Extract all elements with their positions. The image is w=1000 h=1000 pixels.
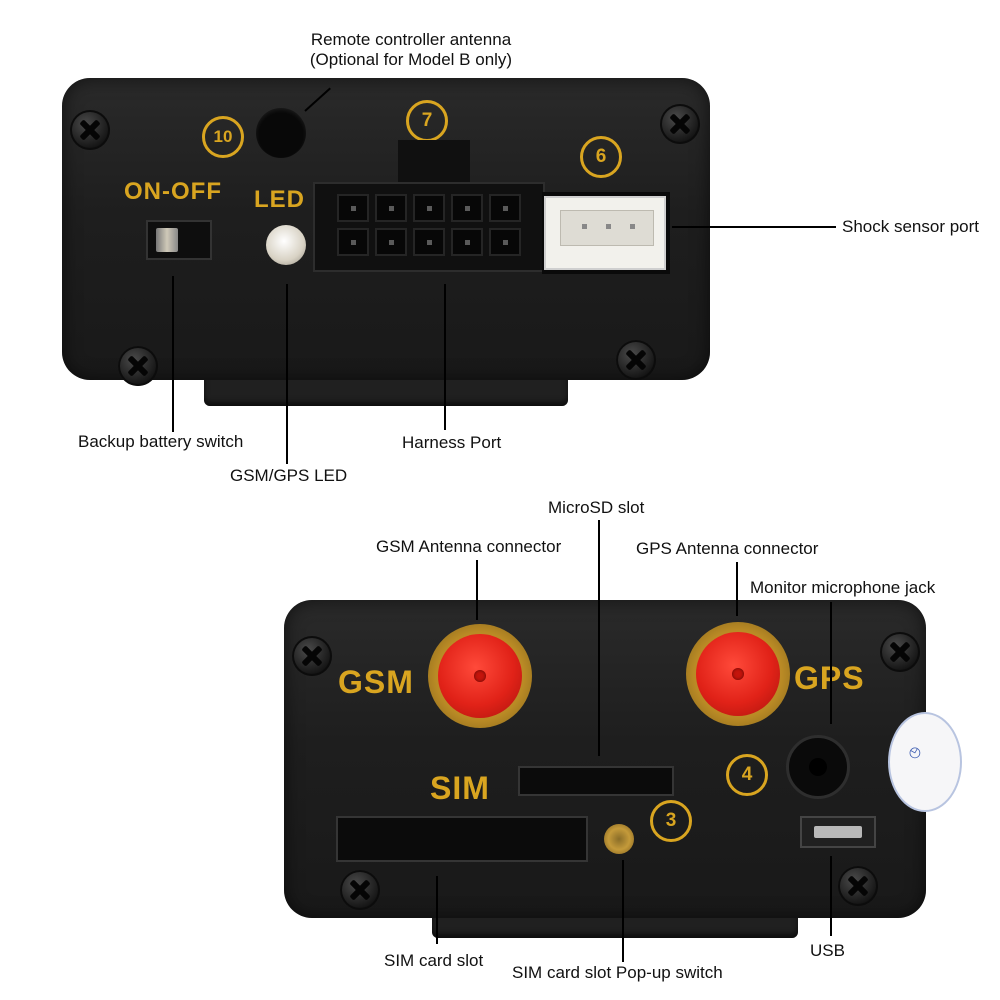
shock-port-pin <box>606 224 611 229</box>
gsm-antenna-connector[interactable] <box>428 624 532 728</box>
screw-icon <box>118 346 158 386</box>
label-harness-port: Harness Port <box>402 433 502 452</box>
gps-connector-cap <box>696 632 780 716</box>
leader-line <box>672 226 836 228</box>
warranty-sticker: ◷ <box>888 712 962 812</box>
harness-pin <box>337 228 369 256</box>
shock-port-pin <box>630 224 635 229</box>
label-remote-antenna-line1: Remote controller antenna <box>310 30 512 49</box>
leader-line <box>286 284 288 464</box>
label-gps-antenna-connector: GPS Antenna connector <box>636 539 819 558</box>
harness-pin <box>375 228 407 256</box>
gsm-connector-cap <box>438 634 522 718</box>
harness-port-key <box>398 140 470 184</box>
harness-pin <box>451 194 483 222</box>
marking-number-3: 3 <box>650 800 692 842</box>
sim-popup-switch[interactable] <box>604 824 634 854</box>
leader-line <box>436 876 438 944</box>
harness-pin <box>337 194 369 222</box>
marking-number-4: 4 <box>726 754 768 796</box>
label-remote-antenna-line2: (Optional for Model B only) <box>309 50 513 69</box>
label-microsd-slot: MicroSD slot <box>548 498 645 517</box>
backup-battery-switch[interactable] <box>146 220 212 260</box>
label-backup-battery-switch: Backup battery switch <box>78 432 244 451</box>
gsm-gps-led <box>266 225 306 265</box>
leader-line <box>830 856 832 936</box>
screw-icon <box>838 866 878 906</box>
monitor-microphone-jack[interactable] <box>786 735 850 799</box>
screw-icon <box>292 636 332 676</box>
screw-icon <box>660 104 700 144</box>
harness-pin <box>375 194 407 222</box>
usb-port[interactable] <box>800 816 876 848</box>
harness-pin <box>413 228 445 256</box>
label-gsm-gps-led: GSM/GPS LED <box>230 466 348 485</box>
leader-line <box>830 602 832 724</box>
screw-icon <box>880 632 920 672</box>
leader-line <box>476 560 478 620</box>
harness-pin <box>489 194 521 222</box>
harness-pin <box>451 228 483 256</box>
leader-line <box>444 284 446 430</box>
sticker-glyph: ◷ <box>903 742 924 762</box>
sim-card-slot[interactable] <box>336 816 588 862</box>
shock-port-pin <box>582 224 587 229</box>
leader-line <box>172 276 174 432</box>
screw-icon <box>340 870 380 910</box>
shock-sensor-port[interactable] <box>544 196 666 270</box>
harness-pin <box>413 194 445 222</box>
marking-number-7: 7 <box>406 100 448 142</box>
label-monitor-microphone-jack: Monitor microphone jack <box>750 578 936 597</box>
marking-number-6: 6 <box>580 136 622 178</box>
led-marking: LED <box>254 186 305 213</box>
gps-antenna-connector[interactable] <box>686 622 790 726</box>
sim-marking: SIM <box>430 770 490 806</box>
gps-marking: GPS <box>794 660 865 697</box>
microsd-slot[interactable] <box>518 766 674 796</box>
harness-port[interactable] <box>313 182 545 272</box>
remote-antenna-hole <box>256 108 306 158</box>
label-remote-antenna: Remote controller antenna (Optional for … <box>286 30 536 70</box>
label-shock-sensor-port: Shock sensor port <box>842 217 980 236</box>
screw-icon <box>616 340 656 380</box>
leader-line <box>622 860 624 962</box>
gsm-marking: GSM <box>338 664 414 700</box>
marking-number-10: 10 <box>202 116 244 158</box>
leader-line <box>736 562 738 616</box>
leader-line <box>598 520 600 756</box>
label-gsm-antenna-connector: GSM Antenna connector <box>376 537 562 556</box>
switch-knob[interactable] <box>156 228 178 252</box>
label-sim-popup-switch: SIM card slot Pop-up switch <box>512 963 723 982</box>
screw-icon <box>70 110 110 150</box>
on-off-marking: ON-OFF <box>124 178 222 205</box>
harness-pin <box>489 228 521 256</box>
label-usb: USB <box>810 941 845 960</box>
label-sim-card-slot: SIM card slot <box>384 951 484 970</box>
